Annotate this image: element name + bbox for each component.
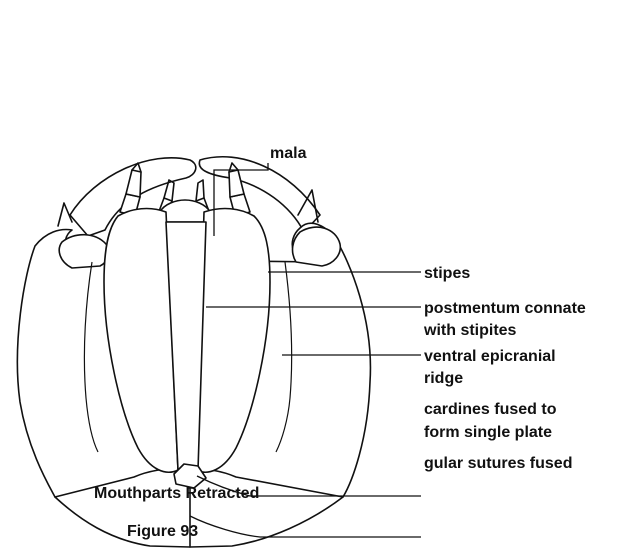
- label-postmentum-line1: postmentum connate: [424, 300, 586, 317]
- label-ventral-line1: ventral epicranial: [424, 348, 556, 365]
- label-stipes: stipes: [424, 265, 470, 282]
- left-lateral-lobe: [59, 235, 109, 268]
- label-cardines-line1: cardines fused to: [424, 401, 557, 418]
- label-postmentum-line2: with stipites: [423, 322, 517, 339]
- caption-figure: Figure 93: [127, 523, 198, 540]
- label-gular: gular sutures fused: [424, 455, 572, 472]
- right-lateral-lobe: [293, 227, 341, 266]
- label-ventral-line2: ridge: [424, 370, 463, 387]
- leader-gular: [190, 516, 421, 537]
- capsule-base: [55, 497, 343, 547]
- caption-subtitle: Mouthparts Retracted: [94, 485, 259, 502]
- label-cardines-line2: form single plate: [424, 424, 552, 441]
- label-mala: mala: [270, 145, 307, 162]
